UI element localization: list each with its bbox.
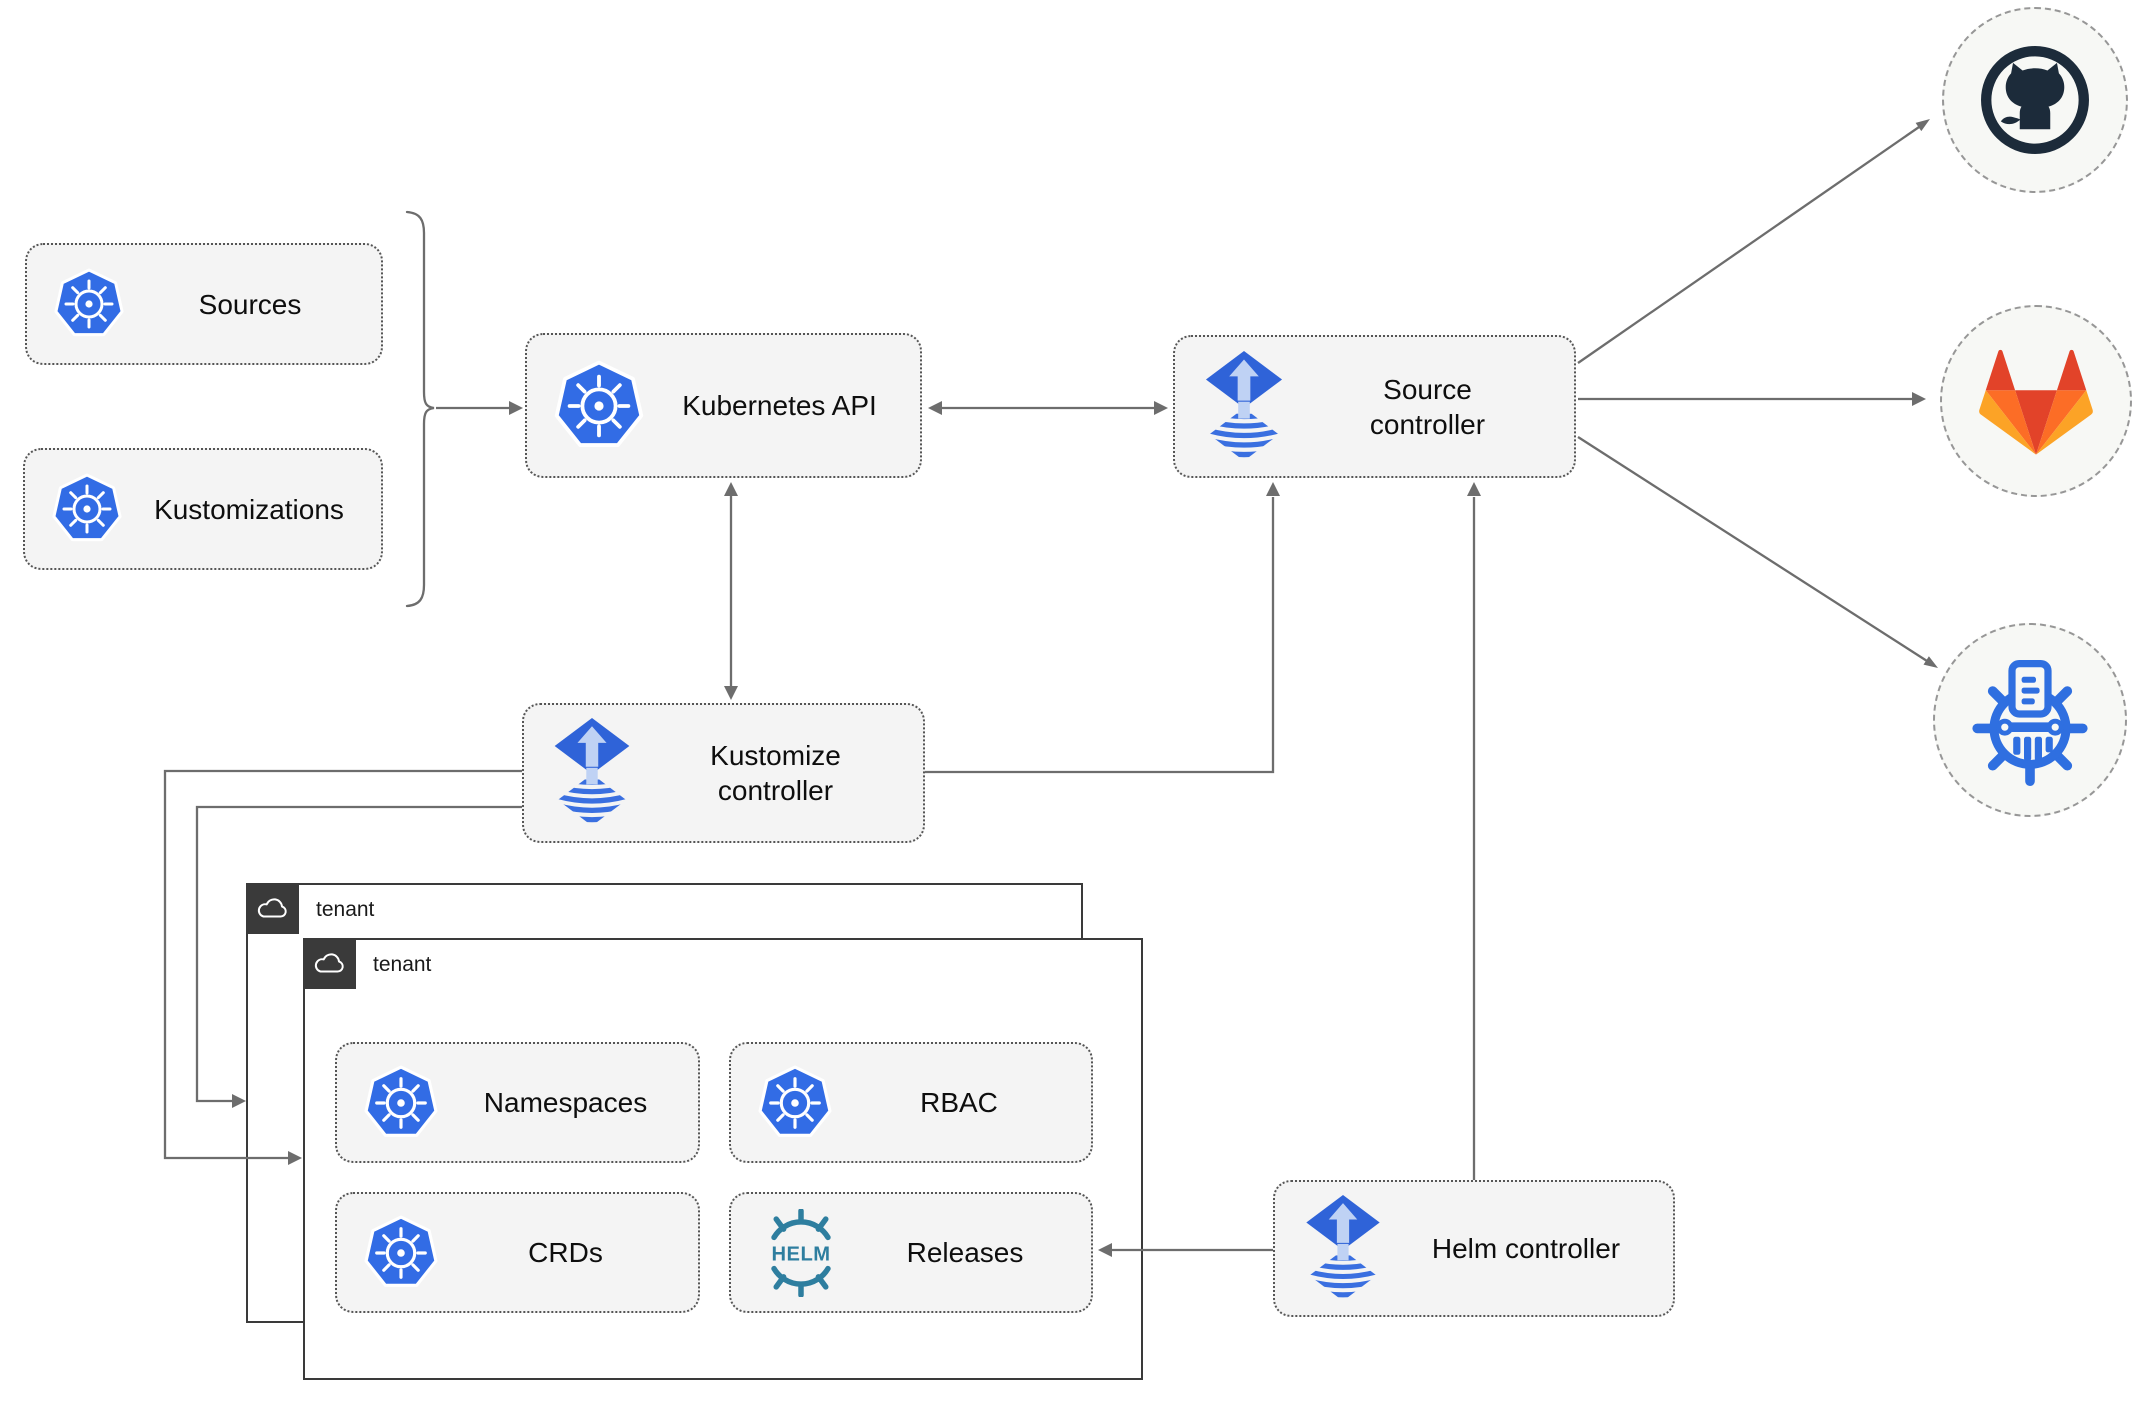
kubernetes-icon: [553, 360, 645, 452]
node-crds: CRDs: [335, 1192, 700, 1313]
sources-label: Sources: [198, 288, 302, 320]
kustomize-controller-label: Kustomize controller: [710, 740, 841, 806]
node-releases: HELM Releases: [729, 1192, 1093, 1313]
chartmuseum-icon: [1972, 660, 2088, 786]
flux-icon: [550, 718, 634, 828]
tenant-outer-label: tenant: [316, 898, 375, 921]
kubernetes-icon: [757, 1065, 833, 1141]
namespaces-label: Namespaces: [483, 1087, 648, 1118]
helm-logo-text: HELM: [772, 1243, 831, 1265]
arrowhead: [509, 401, 523, 415]
node-source-controller: Source controller: [1173, 335, 1576, 478]
kubernetes-api-label: Kubernetes API: [682, 390, 877, 421]
kustomizations-label: Kustomizations: [154, 493, 344, 525]
remote-gitlab: [1940, 305, 2132, 497]
crds-label: CRDs: [528, 1237, 603, 1268]
tenant-outer-header: [245, 882, 299, 934]
node-namespaces: Namespaces: [335, 1042, 700, 1163]
node-kustomizations: Kustomizations: [23, 448, 383, 570]
node-helm-controller: Helm controller: [1273, 1180, 1675, 1317]
node-rbac: RBAC: [729, 1042, 1093, 1163]
source-controller-label: Source controller: [1369, 373, 1486, 440]
kubernetes-icon: [51, 473, 123, 545]
arrowhead: [1266, 482, 1280, 496]
remote-helm-repository: [1933, 623, 2127, 817]
github-icon: [1981, 46, 2089, 154]
rbac-label: RBAC: [920, 1087, 998, 1118]
kubernetes-icon: [53, 268, 125, 340]
arrowhead: [1923, 656, 1938, 668]
arrowhead: [928, 401, 942, 415]
tenant-inner-label: tenant: [373, 953, 432, 976]
releases-label: Releases: [906, 1237, 1024, 1268]
gitlab-icon: [1979, 349, 2093, 455]
arrowhead: [724, 686, 738, 700]
node-sources: Sources: [25, 243, 383, 365]
kubernetes-icon: [363, 1065, 439, 1141]
tenant-inner-header: [302, 937, 356, 989]
flux-icon: [1301, 1194, 1385, 1303]
arrow-sourcectl-to-github: [1577, 126, 1920, 364]
helm-logo-icon: HELM: [757, 1208, 845, 1297]
flux-icon: [1201, 350, 1287, 463]
arrowhead: [1154, 401, 1168, 415]
arrow-kustomizectl-to-sourcectl: [925, 497, 1275, 774]
arrowhead: [724, 482, 738, 496]
cloud-icon: [314, 953, 344, 973]
remote-github: [1942, 7, 2128, 193]
arrowhead: [1912, 392, 1926, 406]
node-kubernetes-api: Kubernetes API: [525, 333, 922, 478]
arrowhead: [1915, 119, 1930, 132]
kubernetes-icon: [363, 1215, 439, 1291]
arrowhead: [232, 1094, 246, 1108]
helm-controller-label: Helm controller: [1431, 1233, 1621, 1264]
node-kustomize-controller: Kustomize controller: [522, 703, 925, 843]
arrowhead: [1467, 482, 1481, 496]
cloud-icon: [257, 898, 287, 918]
arrow-sourcectl-to-helmrepo: [1577, 436, 1928, 662]
brace-sources-group: [405, 210, 435, 608]
